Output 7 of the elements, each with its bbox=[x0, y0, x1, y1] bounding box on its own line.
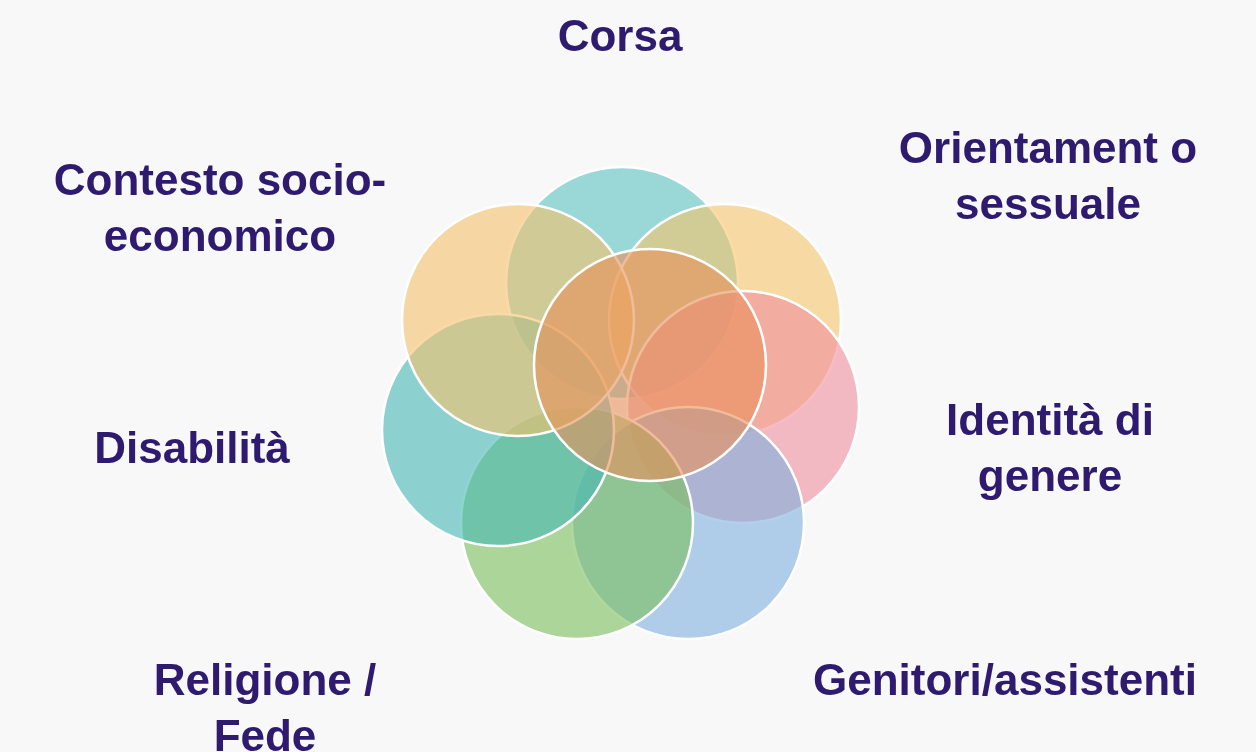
category-label: Corsa bbox=[556, 10, 684, 62]
category-label: Orientament o sessuale bbox=[897, 122, 1199, 230]
category-label: Disabilità bbox=[93, 422, 291, 474]
category-label: Contesto socio-economico bbox=[52, 154, 388, 262]
category-label: Identità di genere bbox=[945, 394, 1155, 502]
category-label: Religione / Fede bbox=[152, 654, 378, 752]
category-label: Genitori/assistenti bbox=[812, 654, 1198, 706]
